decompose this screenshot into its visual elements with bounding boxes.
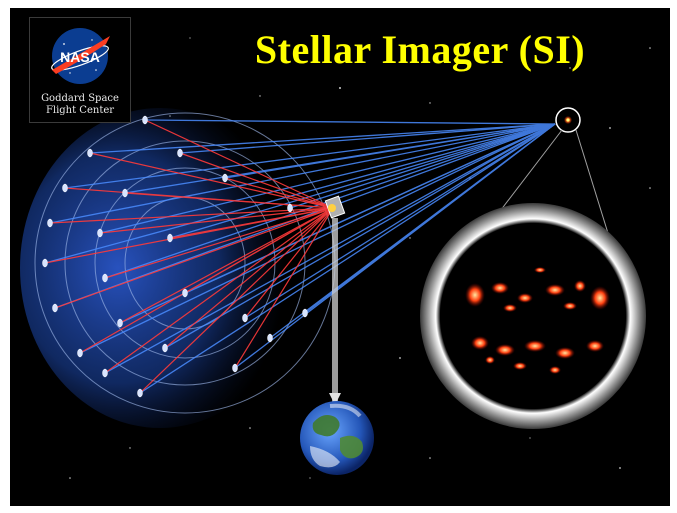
downlink-arrowhead bbox=[329, 393, 341, 405]
earth-icon bbox=[300, 401, 374, 475]
nasa-logo-icon: NASA bbox=[51, 28, 110, 84]
logo-caption: Goddard Space Flight Center bbox=[30, 93, 130, 117]
logo-caption-line1: Goddard Space bbox=[41, 93, 119, 104]
mirror-spacecraft bbox=[42, 115, 308, 398]
reflected-light-beams bbox=[44, 119, 334, 394]
stellar-surface-image bbox=[420, 203, 646, 429]
slide: NASA Goddard Space Flight Center Stellar… bbox=[10, 8, 670, 506]
nasa-wordmark: NASA bbox=[60, 49, 100, 65]
background-stars bbox=[69, 37, 651, 479]
star-target-icon bbox=[555, 107, 581, 133]
scene-illustration bbox=[20, 37, 651, 479]
hub-spacecraft-icon bbox=[324, 195, 346, 219]
nasa-logo-block: NASA Goddard Space Flight Center bbox=[29, 17, 131, 123]
slide-title: Stellar Imager (SI) bbox=[254, 27, 586, 72]
logo-caption-line2: Flight Center bbox=[45, 105, 115, 116]
